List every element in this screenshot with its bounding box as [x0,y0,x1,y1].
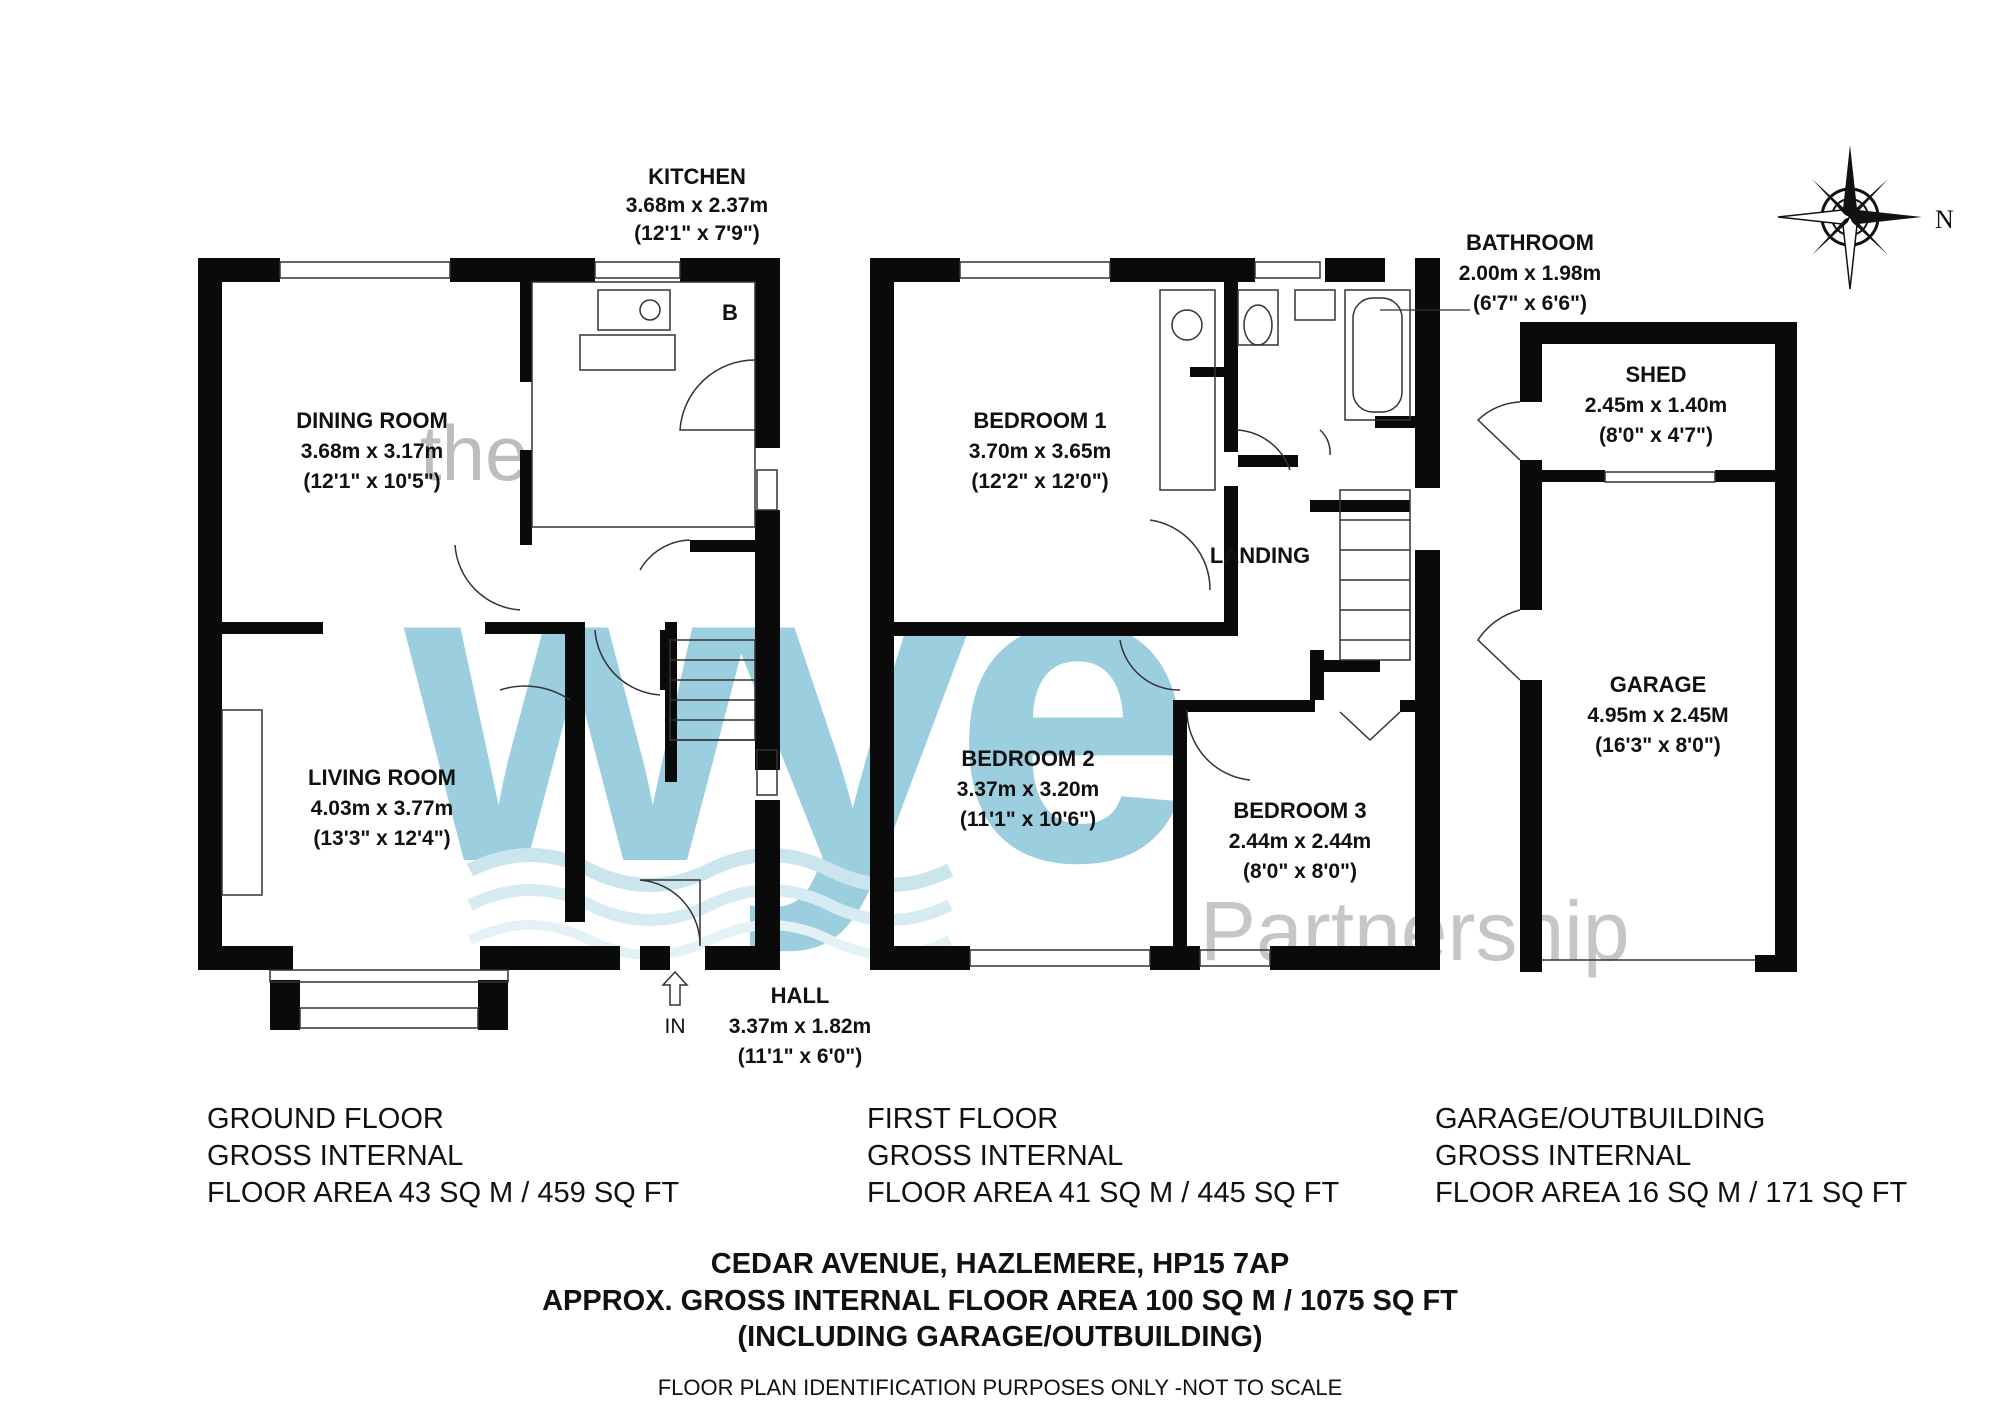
watermark-logo: the wye Partnership [398,409,1629,978]
living-room-dim-m: 4.03m x 3.77m [311,797,453,820]
disclaimer: FLOOR PLAN IDENTIFICATION PURPOSES ONLY … [658,1375,1343,1400]
hall-dim-m: 3.37m x 1.82m [729,1015,871,1038]
bathroom-name: BATHROOM [1466,230,1594,255]
hall-dim-ft: (11'1" x 6'0") [738,1045,862,1068]
kitchen-dim-m: 3.68m x 2.37m [626,194,768,217]
bedroom-3-dim-ft: (8'0" x 8'0") [1243,860,1357,883]
bathroom-dim-ft: (6'7" x 6'6") [1473,292,1587,315]
dining-room-name: DINING ROOM [296,408,448,433]
garage-name: GARAGE [1610,672,1707,697]
landing-name: LANDING [1210,543,1310,568]
shed-name: SHED [1625,362,1686,387]
bedroom-1-dim-m: 3.70m x 3.65m [969,440,1111,463]
bedroom-1-dim-ft: (12'2" x 12'0") [971,470,1108,493]
garage-area: FLOOR AREA 16 SQ M / 171 SQ FT [1435,1177,1907,1209]
dining-room-dim-ft: (12'1" x 10'5") [303,470,440,493]
bedroom-2-name: BEDROOM 2 [961,746,1094,771]
bedroom-2-dim-ft: (11'1" x 10'6") [960,808,1096,831]
bedroom-3-dim-m: 2.44m x 2.44m [1229,830,1371,853]
kitchen-name: KITCHEN [648,164,746,189]
ground-floor-title: GROUND FLOOR [207,1103,444,1135]
first-floor-caption: FIRST FLOOR GROSS INTERNAL FLOOR AREA 41… [867,1103,1339,1209]
dining-room-dim-m: 3.68m x 3.17m [301,440,443,463]
ground-floor-area: FLOOR AREA 43 SQ M / 459 SQ FT [207,1177,679,1209]
garage-title: GARAGE/OUTBUILDING [1435,1103,1765,1135]
total-area-note: (INCLUDING GARAGE/OUTBUILDING) [737,1321,1262,1353]
property-address: CEDAR AVENUE, HAZLEMERE, HP15 7AP [711,1248,1290,1280]
garage-caption: GARAGE/OUTBUILDING GROSS INTERNAL FLOOR … [1435,1103,1907,1209]
entrance-label: IN [665,1015,686,1038]
living-room-name: LIVING ROOM [308,765,456,790]
compass-icon [1777,145,1922,290]
svg-text:wye: wye [398,463,1186,956]
bedroom-1-name: BEDROOM 1 [973,408,1106,433]
ground-floor-subtitle: GROSS INTERNAL [207,1140,463,1172]
bedroom-3-name: BEDROOM 3 [1233,798,1366,823]
first-floor-subtitle: GROSS INTERNAL [867,1140,1123,1172]
shed-dim-ft: (8'0" x 4'7") [1599,424,1713,447]
garage-dim-ft: (16'3" x 8'0") [1595,734,1721,757]
first-floor-area: FLOOR AREA 41 SQ M / 445 SQ FT [867,1177,1339,1209]
first-floor-title: FIRST FLOOR [867,1103,1058,1135]
garage-subtitle: GROSS INTERNAL [1435,1140,1691,1172]
bedroom-2-dim-m: 3.37m x 3.20m [957,778,1099,801]
ground-floor-caption: GROUND FLOOR GROSS INTERNAL FLOOR AREA 4… [207,1103,679,1209]
total-floor-area: APPROX. GROSS INTERNAL FLOOR AREA 100 SQ… [542,1285,1458,1317]
kitchen-dim-ft: (12'1" x 7'9") [634,222,760,245]
north-label: N [1935,205,1954,234]
hall-name: HALL [771,983,830,1008]
first-floor-plan [870,258,1440,970]
boiler-label: B [722,300,738,325]
entrance-arrow-icon [661,970,689,1006]
bathroom-dim-m: 2.00m x 1.98m [1459,262,1601,285]
garage-dim-m: 4.95m x 2.45M [1587,704,1728,727]
svg-text:the: the [420,409,528,497]
garage-plan [1476,322,1797,972]
shed-dim-m: 2.45m x 1.40m [1585,394,1727,417]
ground-floor-plan [198,258,780,1030]
living-room-dim-ft: (13'3" x 12'4") [313,827,450,850]
